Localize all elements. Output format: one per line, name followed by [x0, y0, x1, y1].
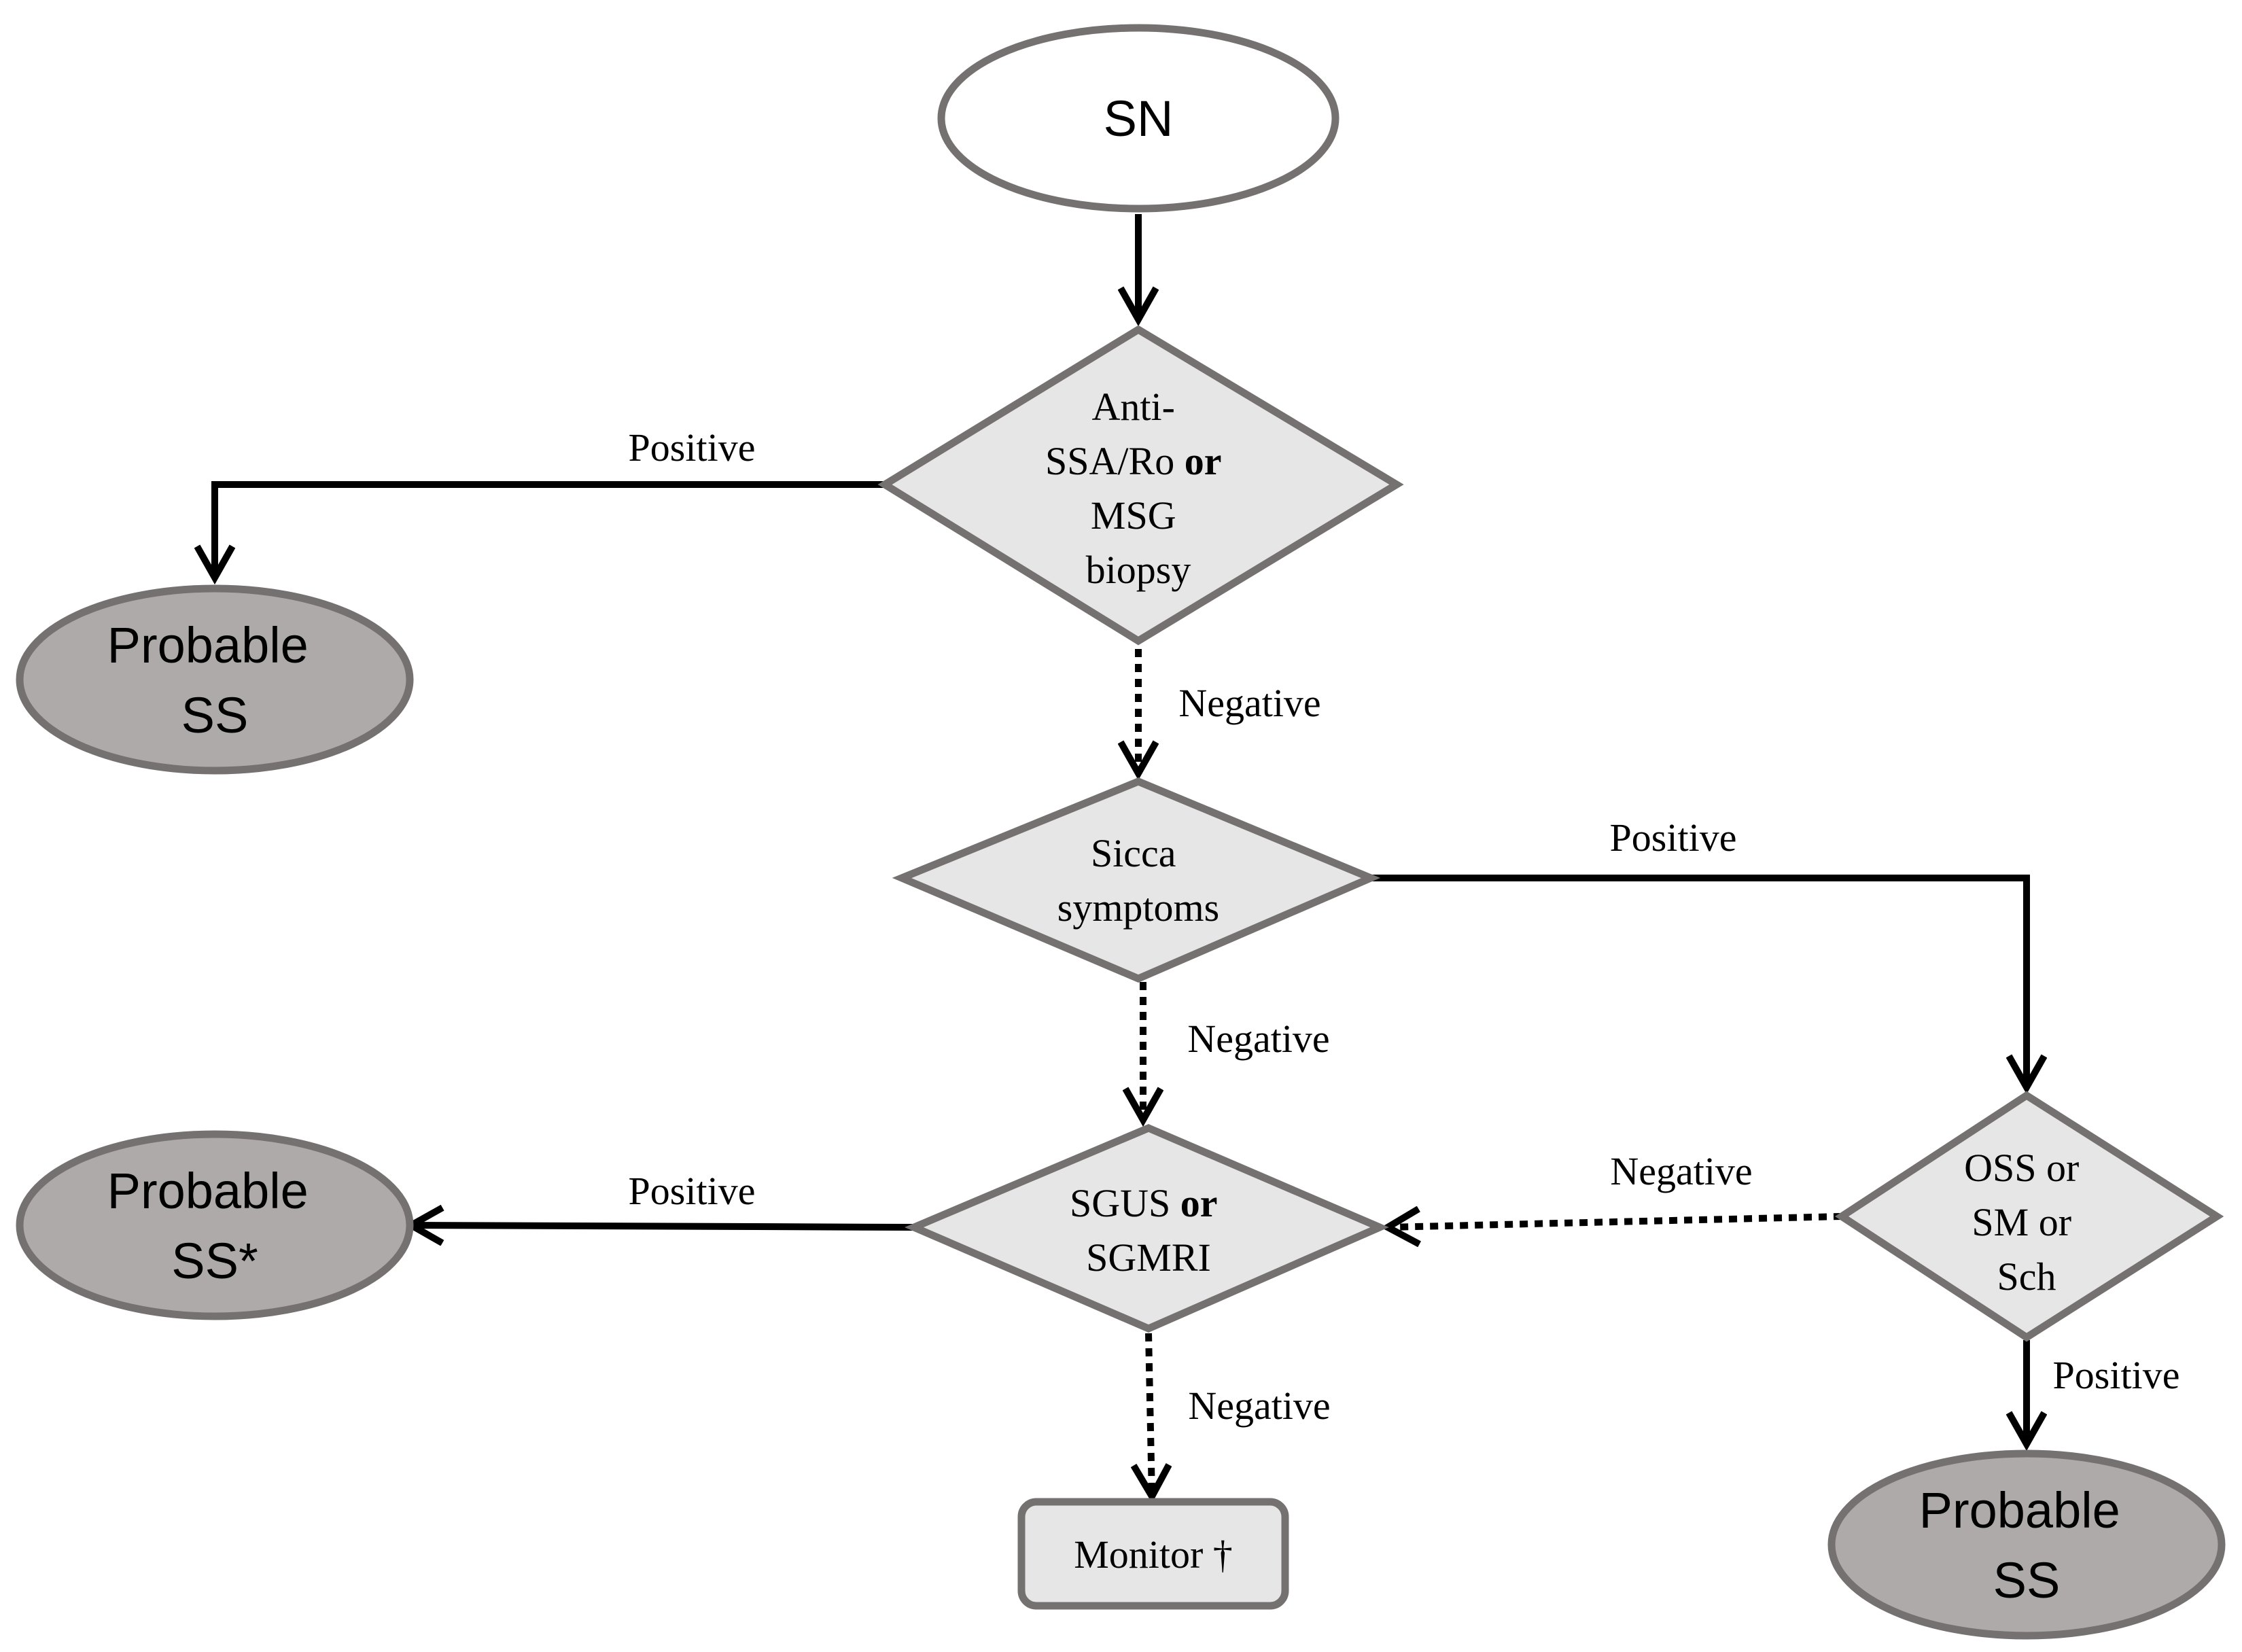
edge-sgus-to-monitor — [1149, 1333, 1152, 1496]
decision-anti-ssa-line2-a: SSA/Ro — [1045, 439, 1185, 483]
decision-anti-ssa-line2: SSA/Ro or — [1045, 439, 1221, 483]
decision-sgus-or-sgmri: SGUS or SGMRI — [905, 1124, 1389, 1333]
decision-anti-ssa-line1: Anti- — [1092, 385, 1175, 429]
edge-label-sicca-negative: Negative — [1187, 1017, 1329, 1061]
decision-oss-line3: Sch — [1997, 1254, 2056, 1299]
decision-sgus-or: or — [1180, 1181, 1218, 1225]
decision-anti-ssa-line4: biopsy — [1086, 548, 1191, 592]
outcome-probable-ss-left-top-text: Probable SS — [107, 617, 323, 743]
decision-oss-text: OSS or SM or Sch — [1964, 1146, 2089, 1299]
outcome-probable-ss-right: Probable SS — [1827, 1449, 2226, 1640]
outcome-probable-ss-right-line1: Probable — [1919, 1482, 2120, 1539]
decision-sgus-text: SGUS or SGMRI — [1070, 1181, 1227, 1280]
edge-label-oss-positive: Positive — [2053, 1353, 2180, 1397]
outcome-probable-ss-left-top-line2: SS — [181, 687, 249, 743]
outcome-probable-ss-right-line2: SS — [1993, 1552, 2061, 1609]
edge-label-anti-ssa-negative: Negative — [1178, 681, 1320, 725]
decision-sgus-line1: SGUS or — [1070, 1181, 1218, 1225]
edge-sicca-to-oss — [1371, 875, 2027, 1087]
decision-anti-ssa-or-msg-biopsy: Anti- SSA/Ro or MSG biopsy — [877, 325, 1404, 646]
decision-sicca-symptoms: Sicca symptoms — [892, 777, 1381, 983]
start-node-sn: SN — [937, 24, 1339, 213]
edge-label-sgus-negative: Negative — [1188, 1384, 1330, 1428]
decision-sicca-line2: symptoms — [1057, 885, 1220, 930]
outcome-probable-ss-star-left-bottom: Probable SS* — [16, 1130, 414, 1320]
edge-oss-to-sgus — [1388, 1216, 1842, 1227]
start-node-label: SN — [1104, 90, 1174, 147]
decision-anti-ssa-text: Anti- SSA/Ro or MSG biopsy — [1045, 385, 1231, 592]
edge-sgus-to-probable-ss-star — [411, 1225, 915, 1227]
outcome-probable-ss-star-line2: SS* — [171, 1233, 258, 1289]
decision-sgus-line1-a: SGUS — [1070, 1181, 1180, 1225]
edge-label-anti-ssa-positive: Positive — [629, 425, 756, 470]
decision-oss-line2: SM or — [1972, 1200, 2071, 1244]
decision-sicca-text: Sicca symptoms — [1057, 831, 1220, 930]
decision-oss-line1: OSS or — [1964, 1146, 2079, 1190]
edge-anti-ssa-to-probable-ss — [215, 481, 885, 578]
edge-label-oss-negative: Negative — [1610, 1149, 1752, 1193]
edge-label-sicca-positive: Positive — [1610, 815, 1737, 860]
decision-anti-ssa-line3: MSG — [1091, 493, 1176, 538]
outcome-probable-ss-left-top-line1: Probable — [107, 617, 309, 673]
decision-sgus-line2: SGMRI — [1086, 1235, 1211, 1280]
decision-anti-ssa-or: or — [1185, 439, 1222, 483]
outcome-probable-ss-left-top: Probable SS — [16, 584, 414, 775]
edge-label-sgus-positive: Positive — [629, 1169, 756, 1213]
outcome-probable-ss-star-text: Probable SS* — [107, 1163, 323, 1289]
decision-oss-sm-sch: OSS or SM or Sch — [1834, 1091, 2224, 1342]
outcome-monitor: Monitor † — [1017, 1498, 1289, 1610]
outcome-probable-ss-right-text: Probable SS — [1919, 1482, 2135, 1609]
outcome-monitor-label: Monitor † — [1074, 1532, 1233, 1577]
outcome-probable-ss-star-line1: Probable — [107, 1163, 309, 1219]
decision-sicca-line1: Sicca — [1091, 831, 1176, 875]
